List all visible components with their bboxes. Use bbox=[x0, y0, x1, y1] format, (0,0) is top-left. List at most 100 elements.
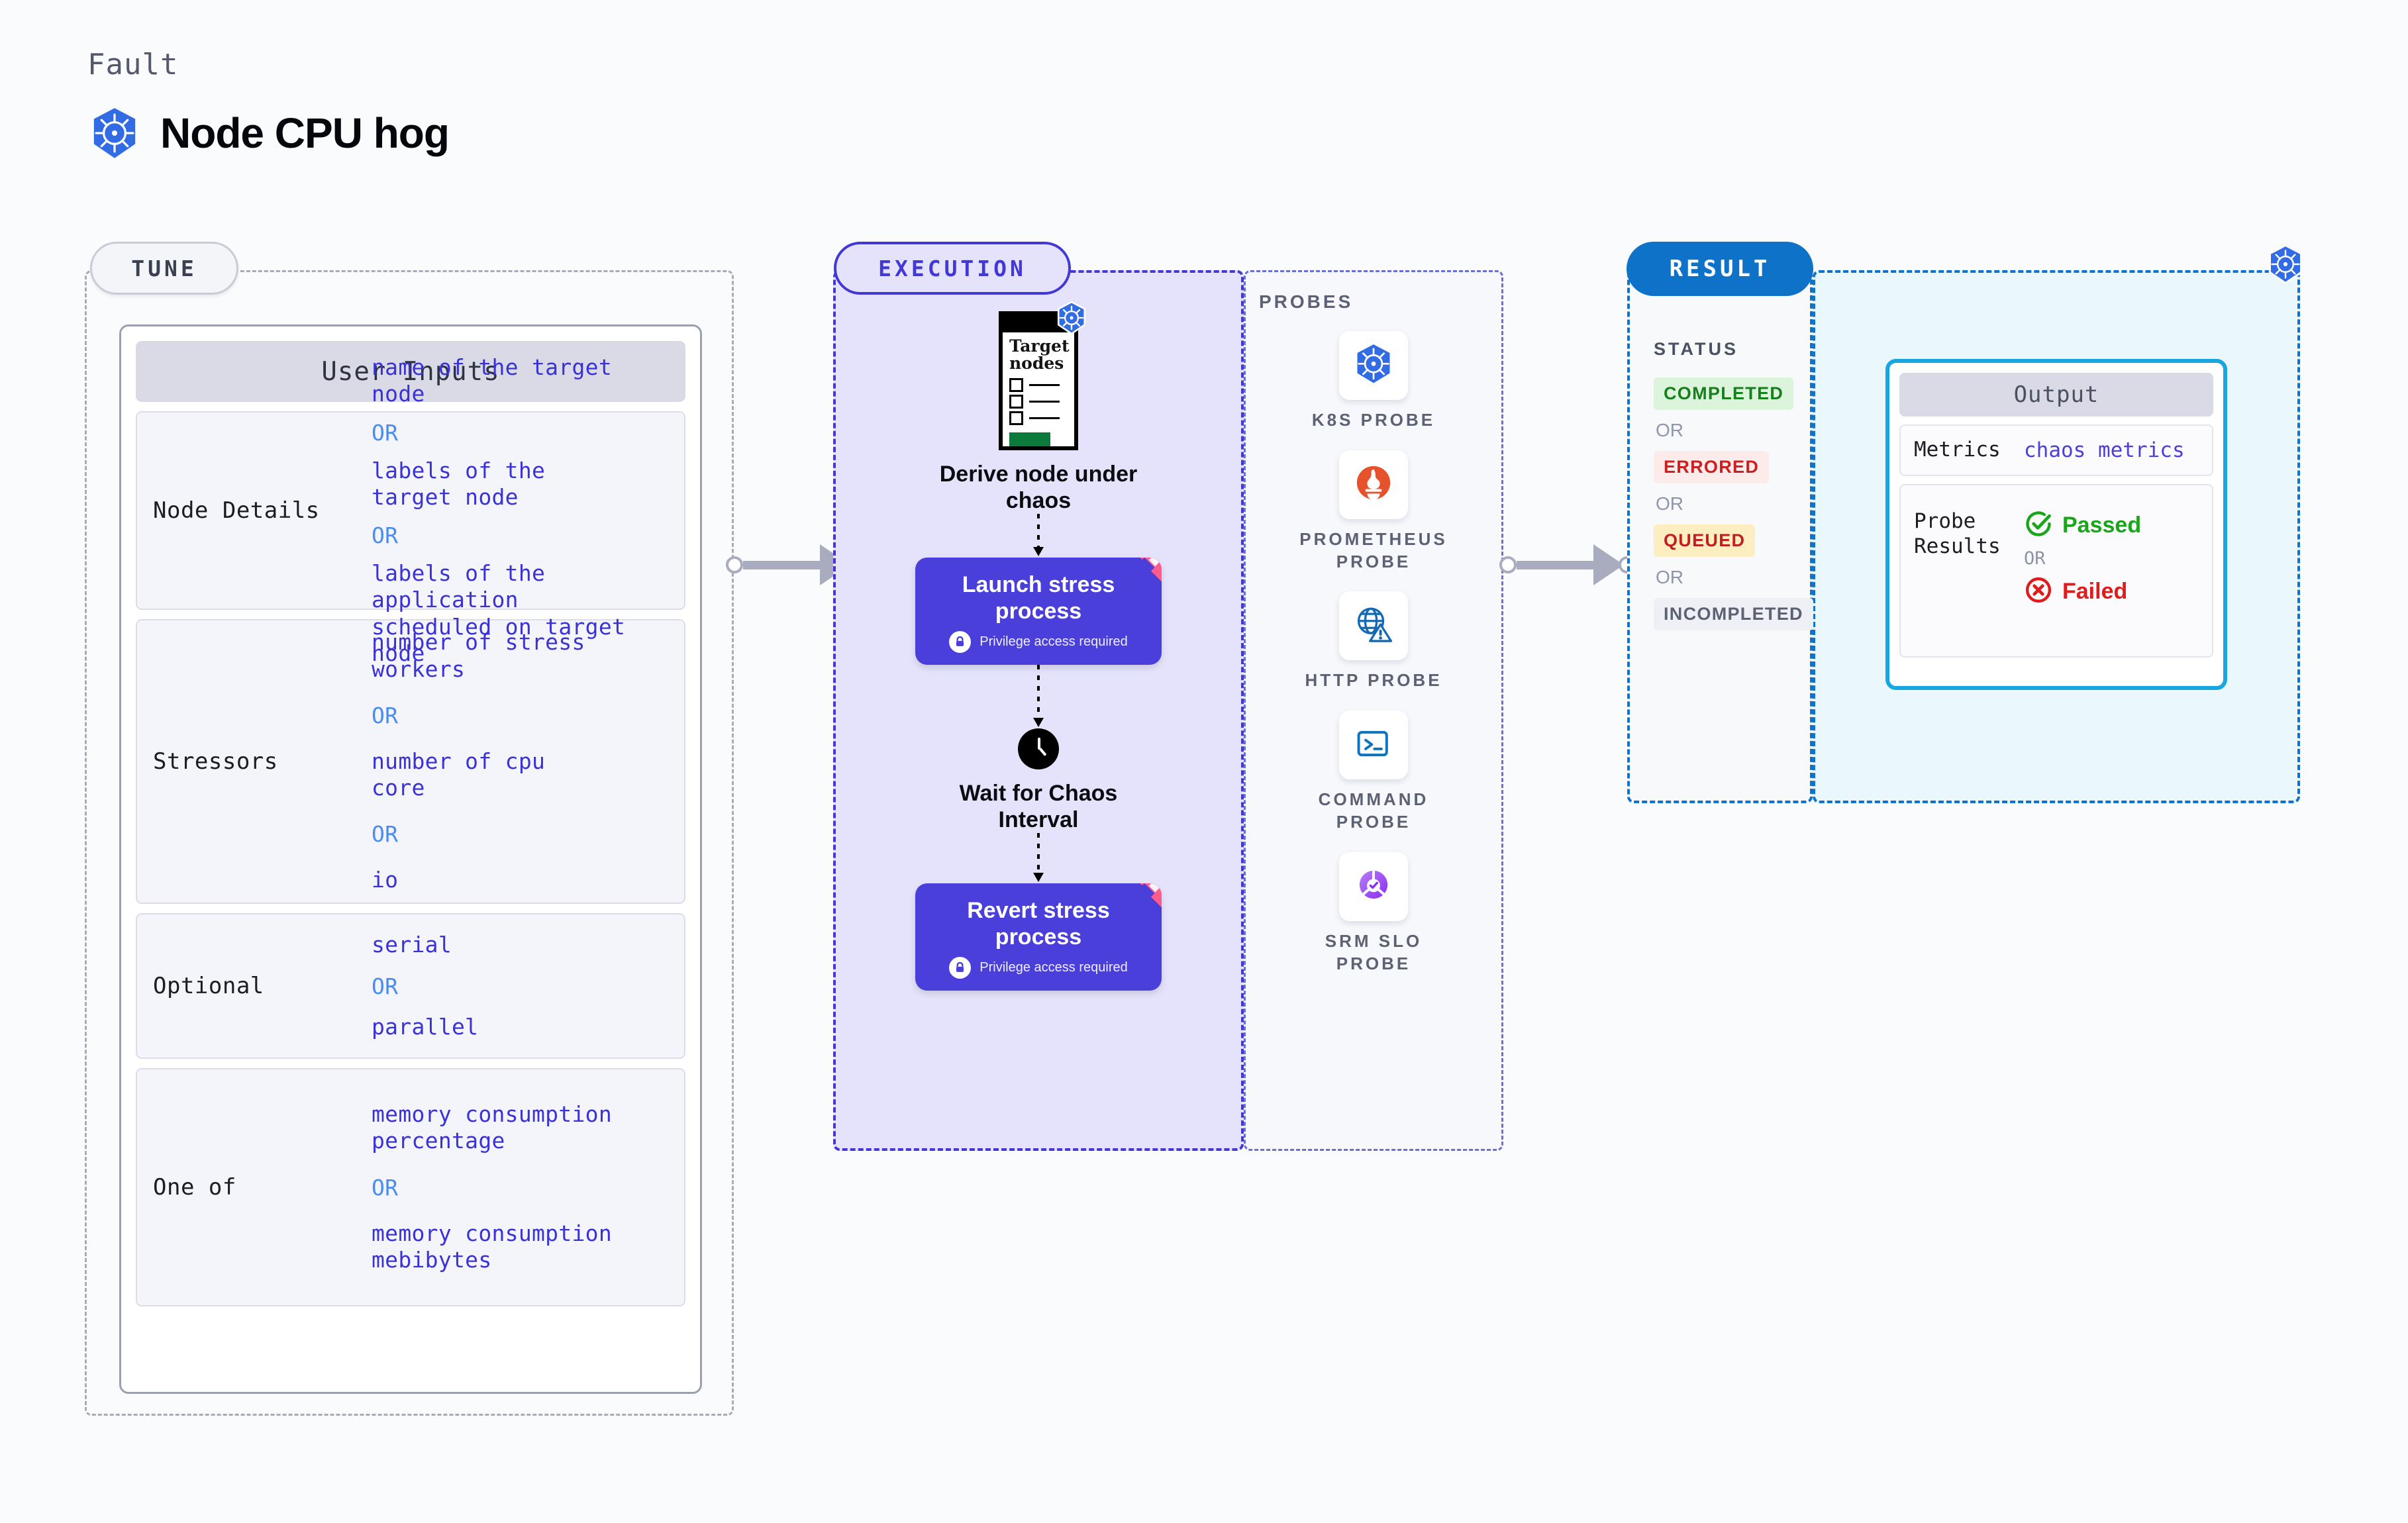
status-title: STATUS bbox=[1654, 339, 1738, 359]
probe-list: K8S PROBE PROMETHEUS PROBE bbox=[1244, 331, 1503, 975]
flow-step-wait-chaos-interval: Wait for Chaos Interval bbox=[833, 728, 1244, 833]
value-item: io bbox=[372, 867, 399, 893]
checkbox-icon bbox=[1009, 394, 1023, 409]
privilege-note: Privilege access required bbox=[949, 631, 1128, 654]
litmus-chaos-icon bbox=[1125, 883, 1162, 912]
execution-flow: Target nodes bbox=[833, 301, 1244, 991]
flow-step-label: Derive node under chaos bbox=[939, 462, 1138, 514]
flow-arrow-icon bbox=[1033, 514, 1044, 557]
status-list: COMPLETED OR ERRORED OR QUEUED OR INCOMP… bbox=[1654, 377, 1813, 630]
flow-step-launch-stress: Launch stress process Privilege access r… bbox=[833, 558, 1244, 665]
probe-results-label: Probe Results bbox=[1914, 509, 2001, 558]
probe-result-passed-label: Passed bbox=[2062, 512, 2142, 538]
row-label-one-of: One of bbox=[153, 1174, 236, 1201]
probe-item-http[interactable]: HTTP PROBE bbox=[1305, 591, 1442, 692]
value-item: number of stress workers bbox=[372, 629, 585, 682]
action-card-revert-stress[interactable]: Revert stress process Privilege access r… bbox=[915, 883, 1162, 991]
fault-eyebrow-label: Fault bbox=[87, 48, 179, 81]
kubernetes-icon bbox=[2265, 244, 2306, 285]
checkbox-icon bbox=[1009, 411, 1023, 425]
probe-label: SRM SLO PROBE bbox=[1325, 930, 1423, 973]
connector-execution-to-result bbox=[1499, 544, 1636, 585]
privilege-note-text: Privilege access required bbox=[979, 960, 1128, 975]
execution-pill-label: EXECUTION bbox=[834, 242, 1071, 295]
or-separator: OR bbox=[2024, 548, 2046, 569]
clock-icon bbox=[1018, 728, 1059, 770]
list-line bbox=[1029, 417, 1060, 419]
list-line bbox=[1029, 383, 1060, 386]
action-card-title: Revert stress process bbox=[967, 898, 1110, 950]
probes-section-boundary bbox=[1244, 270, 1503, 1151]
result-pill-label: RESULT bbox=[1627, 242, 1813, 296]
probe-item-srm-slo[interactable]: SRM SLO PROBE bbox=[1325, 852, 1422, 975]
action-card-title: Launch stress process bbox=[962, 572, 1115, 624]
table-row: Node Details name of the target node OR … bbox=[136, 354, 685, 666]
table-row: Optional serial OR parallel bbox=[136, 913, 685, 1059]
probes-title: PROBES bbox=[1259, 291, 1354, 312]
litmus-chaos-icon bbox=[1125, 558, 1162, 587]
privilege-note-text: Privilege access required bbox=[979, 634, 1128, 650]
srm-slo-icon bbox=[1352, 863, 1395, 910]
prometheus-icon bbox=[1351, 460, 1396, 509]
value-item: serial bbox=[372, 932, 452, 958]
row-values: name of the target node OR labels of the… bbox=[372, 354, 677, 667]
page-title: Node CPU hog bbox=[160, 109, 450, 157]
probe-tile bbox=[1338, 331, 1408, 400]
action-card-launch-stress[interactable]: Launch stress process Privilege access r… bbox=[915, 558, 1162, 665]
value-item: parallel bbox=[372, 1013, 479, 1040]
metrics-label: Metrics bbox=[1914, 438, 2001, 462]
or-separator: OR bbox=[372, 821, 399, 848]
row-label-optional: Optional bbox=[153, 973, 264, 999]
probe-item-command[interactable]: COMMAND PROBE bbox=[1319, 711, 1429, 834]
probe-result-failed: Failed bbox=[2024, 575, 2141, 608]
connector-dot bbox=[726, 556, 743, 573]
output-row-probe-results: Probe Results Passed OR bbox=[1899, 483, 2213, 658]
connector-line bbox=[1517, 560, 1593, 569]
connector-line bbox=[743, 560, 820, 569]
row-label-node-details: Node Details bbox=[153, 497, 320, 524]
value-item: memory consumption percentage bbox=[372, 1101, 613, 1154]
lock-icon bbox=[949, 631, 972, 654]
row-values: serial OR parallel bbox=[372, 932, 478, 1040]
value-item: labels of the target node bbox=[372, 457, 546, 510]
checkbox-icon bbox=[1009, 377, 1023, 392]
or-separator: OR bbox=[372, 973, 399, 999]
probe-label: HTTP PROBE bbox=[1305, 670, 1442, 691]
kubernetes-icon bbox=[1351, 342, 1396, 390]
list-item bbox=[1003, 375, 1074, 392]
output-card-title: Output bbox=[1899, 373, 2213, 417]
connector-dot bbox=[1499, 556, 1517, 573]
value-item: name of the target node bbox=[372, 354, 613, 407]
flow-step-derive-node: Target nodes bbox=[833, 301, 1244, 514]
row-label-stressors: Stressors bbox=[153, 748, 278, 775]
output-row-metrics: Metrics chaos metrics bbox=[1899, 424, 2213, 476]
or-separator: OR bbox=[372, 1174, 399, 1201]
output-card: Output Metrics chaos metrics Probe Resul… bbox=[1885, 359, 2227, 690]
flow-step-label: Wait for Chaos Interval bbox=[959, 781, 1118, 833]
value-item: number of cpu core bbox=[372, 748, 546, 801]
tune-section-boundary bbox=[85, 270, 734, 1416]
terminal-icon bbox=[1352, 722, 1395, 769]
or-separator: OR bbox=[1656, 493, 1683, 514]
or-separator: OR bbox=[372, 522, 399, 548]
kubernetes-icon bbox=[87, 106, 142, 160]
or-separator: OR bbox=[1656, 567, 1683, 587]
lock-icon bbox=[949, 957, 972, 979]
globe-warning-icon bbox=[1352, 603, 1395, 650]
value-item: labels of the application scheduled on t… bbox=[372, 560, 626, 666]
user-inputs-card: User Inputs Node Details name of the tar… bbox=[119, 324, 702, 1394]
probe-label: K8S PROBE bbox=[1311, 410, 1436, 430]
probe-result-failed-label: Failed bbox=[2062, 578, 2128, 604]
status-badge: COMPLETED bbox=[1654, 377, 1794, 410]
list-item bbox=[1003, 392, 1074, 409]
x-circle-icon bbox=[2024, 575, 2053, 608]
flow-arrow-icon bbox=[1033, 665, 1044, 728]
or-separator: OR bbox=[372, 702, 399, 728]
probe-item-k8s[interactable]: K8S PROBE bbox=[1312, 331, 1435, 432]
probe-results-values: Passed OR Failed bbox=[2024, 509, 2141, 608]
target-nodes-card-title: Target nodes bbox=[1009, 336, 1070, 373]
fault-title-row: Node CPU hog bbox=[87, 106, 450, 160]
probe-tile bbox=[1338, 852, 1408, 921]
probe-item-prometheus[interactable]: PROMETHEUS PROBE bbox=[1299, 450, 1447, 573]
